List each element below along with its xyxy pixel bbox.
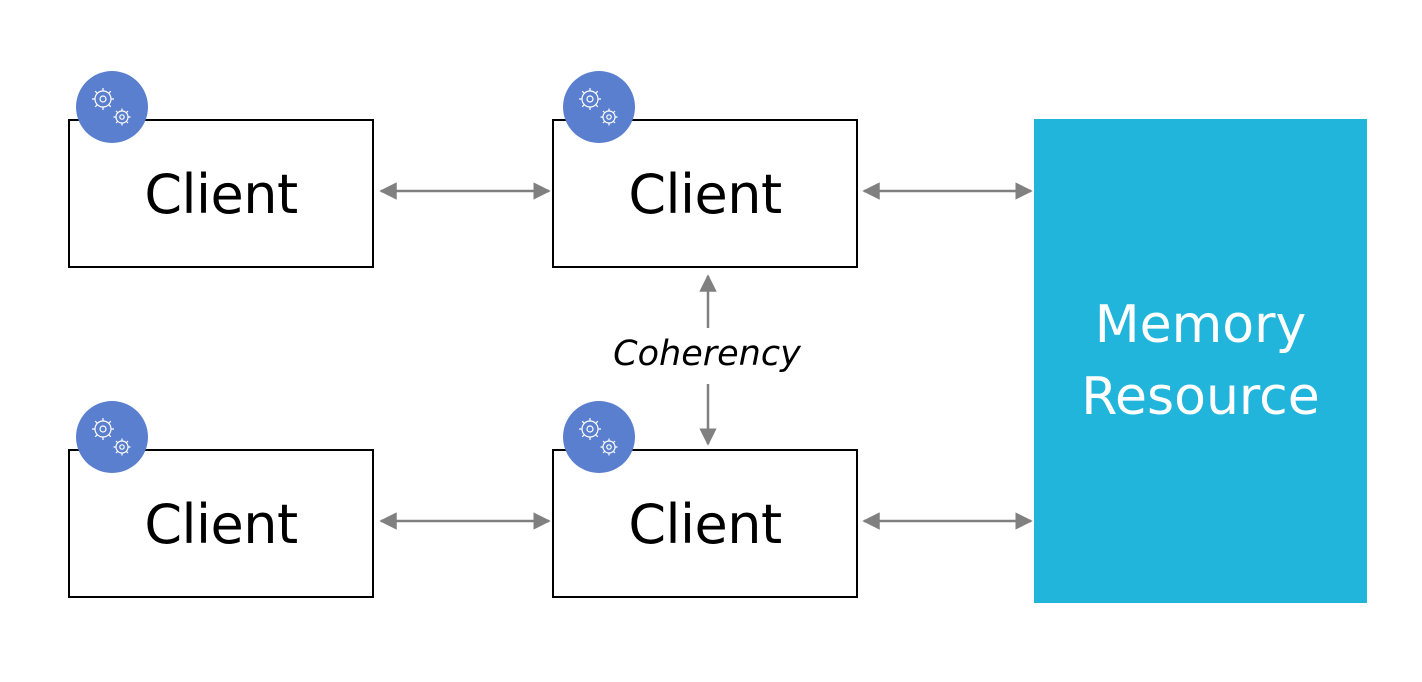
memory-label-line2: Resource (1081, 367, 1320, 427)
client-box-bottom-left: Client (68, 449, 374, 598)
gears-icon (76, 71, 148, 143)
client-label: Client (144, 493, 298, 556)
client-box-top-right: Client (552, 119, 858, 268)
client-box-bottom-right: Client (552, 449, 858, 598)
client-label: Client (628, 493, 782, 556)
client-box-top-left: Client (68, 119, 374, 268)
client-label: Client (144, 163, 298, 226)
gears-icon (76, 401, 148, 473)
coherency-label: Coherency (598, 334, 816, 374)
client-label: Client (628, 163, 782, 226)
memory-label-line1: Memory (1094, 295, 1307, 355)
gears-icon (563, 401, 635, 473)
memory-resource-block: Memory Resource (1034, 119, 1367, 603)
gears-icon (563, 71, 635, 143)
